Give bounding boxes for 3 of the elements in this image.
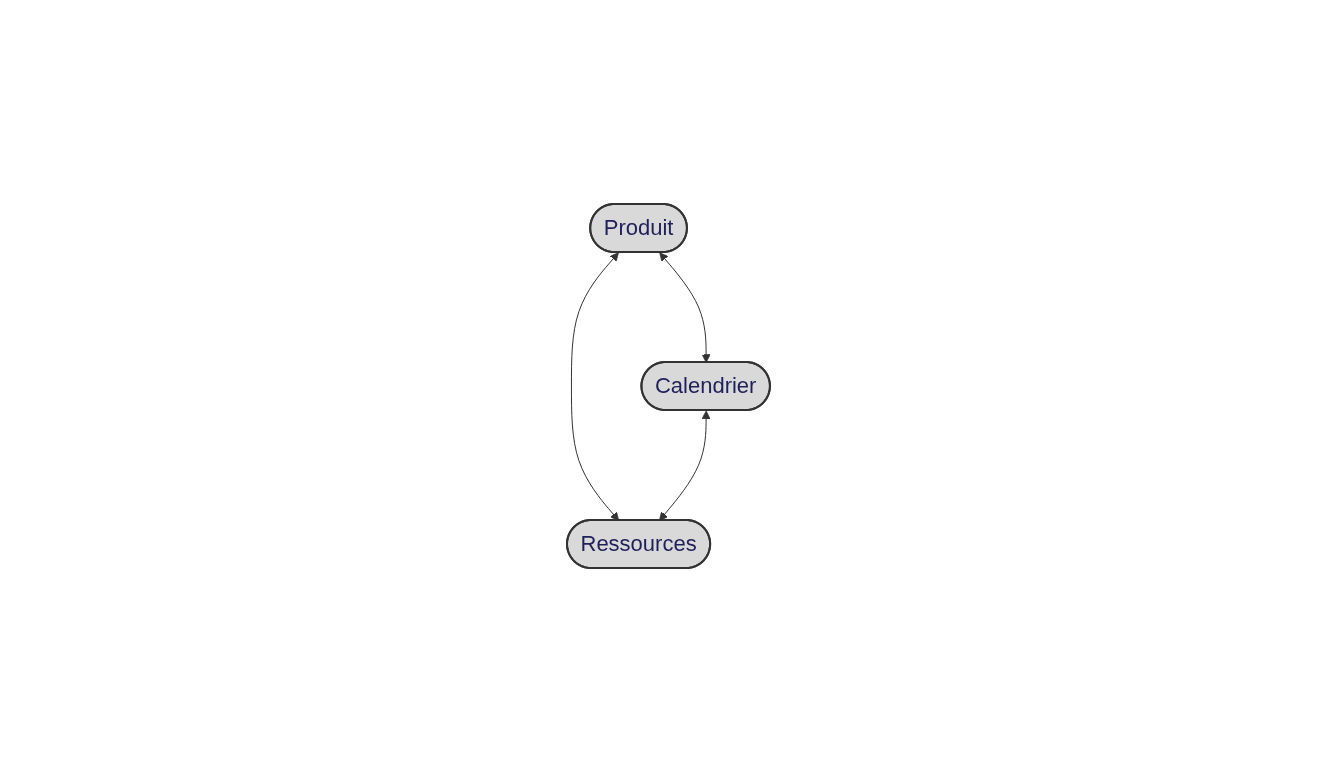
arrow xyxy=(659,410,711,521)
arrow xyxy=(659,251,711,363)
arrow xyxy=(571,251,620,521)
